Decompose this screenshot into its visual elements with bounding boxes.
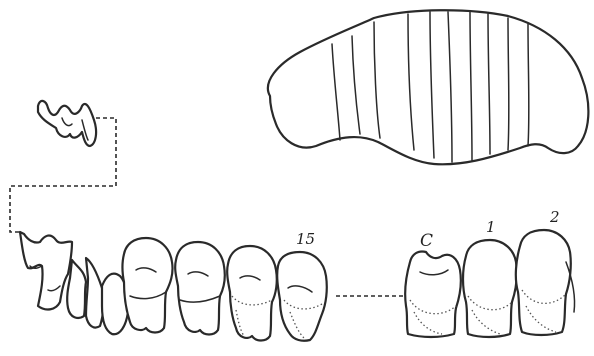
molar-2-drawing <box>175 242 225 335</box>
tooth-label-1: 1 <box>486 218 496 236</box>
tooth-15-drawing <box>277 252 327 341</box>
tooth-c-drawing <box>405 251 461 337</box>
tooth-2-drawing <box>516 230 575 335</box>
tooth-label-15: 15 <box>296 230 315 248</box>
tooth-fragment-drawing <box>38 101 96 146</box>
broken-teeth-drawing <box>20 232 128 334</box>
tooth-label-c: C <box>420 231 433 251</box>
tooth-label-2: 2 <box>549 208 560 226</box>
molar-1-drawing <box>123 238 173 333</box>
tooth-1-drawing <box>463 240 517 337</box>
molar-3-drawing <box>227 246 277 341</box>
jaw-arch-drawing <box>268 10 588 164</box>
